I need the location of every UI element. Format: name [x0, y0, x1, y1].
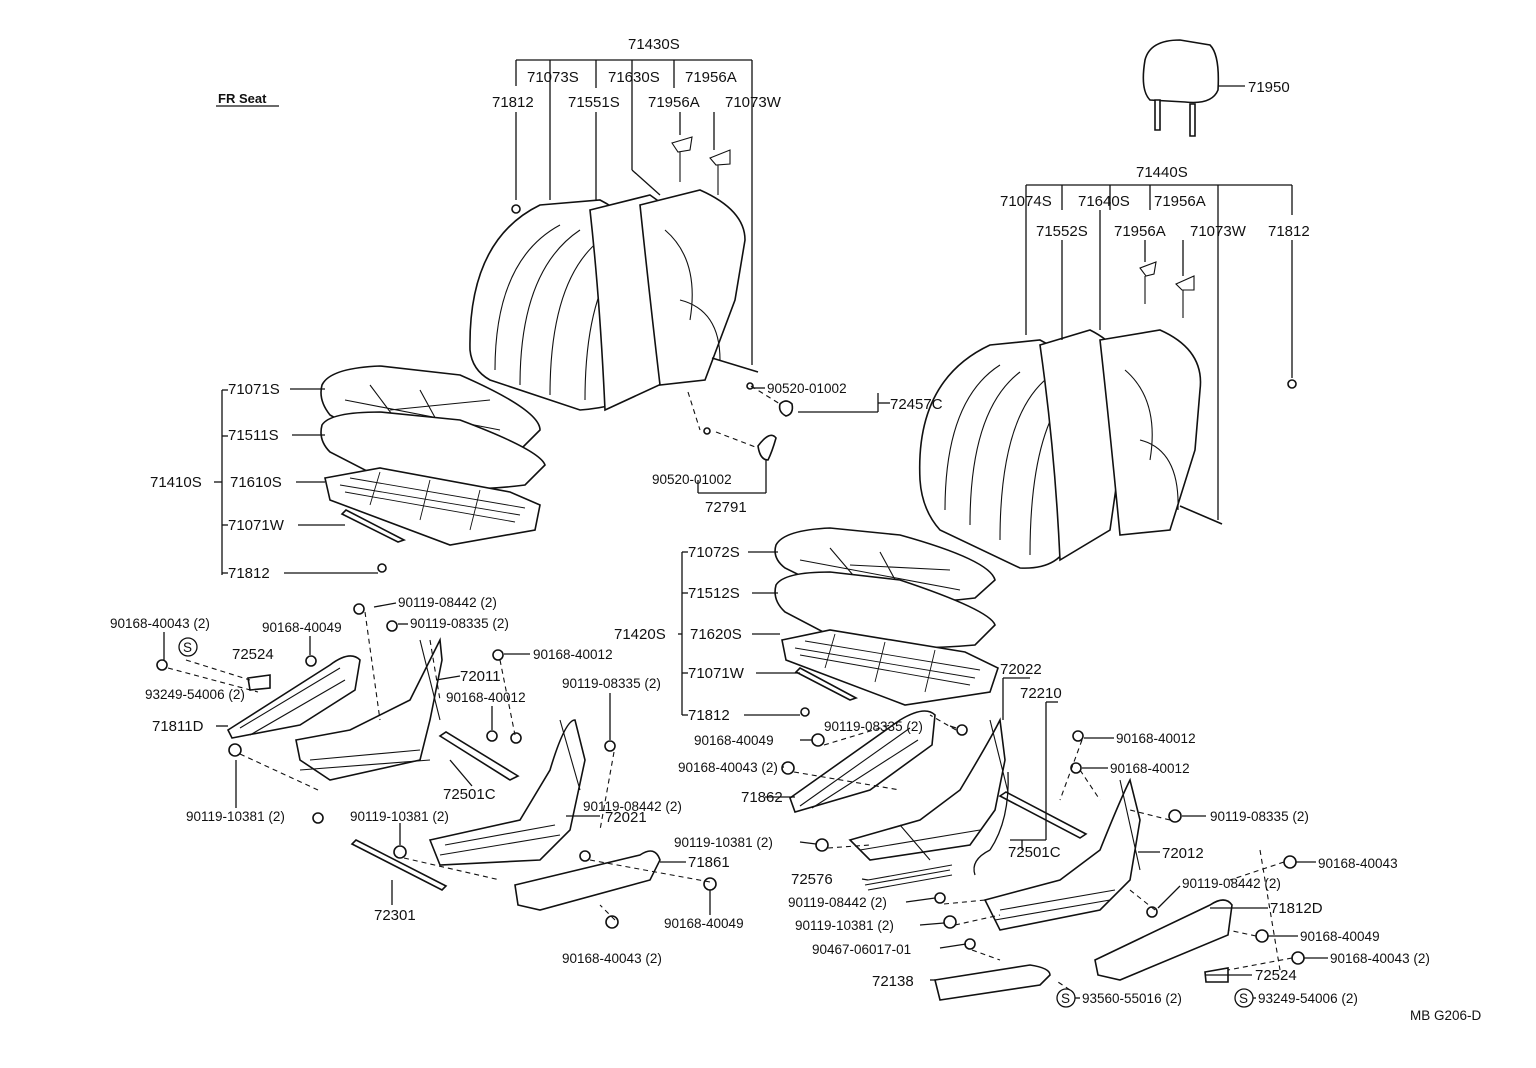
right-seat-back-assembly	[918, 261, 1297, 569]
label-ra-10: 72501C	[1008, 844, 1061, 861]
label-72457C: 72457C	[890, 396, 943, 413]
label-71073S: 71073S	[527, 69, 579, 86]
label-ra-17: 90119-10381 (2)	[795, 918, 894, 933]
label-la-9: 90168-40012	[446, 690, 526, 705]
label-71073W: 71073W	[725, 94, 782, 111]
right-adjuster-assembly	[781, 710, 1305, 1001]
label-ra-9: 90119-10381 (2)	[674, 835, 773, 850]
svg-text:S: S	[1061, 991, 1070, 1006]
label-ra-11: 72012	[1162, 845, 1204, 862]
left-adjuster-assembly	[156, 603, 717, 929]
label-71074S: 71074S	[1000, 193, 1052, 210]
label-la-13: 90119-10381 (2)	[350, 809, 449, 824]
label-ra-15: 90119-08442 (2)	[788, 895, 887, 910]
adjuster-leaders	[216, 675, 1268, 981]
label-la-10: 90119-08335 (2)	[562, 676, 661, 691]
label-la-5: 90119-08442 (2)	[398, 595, 497, 610]
left-seat-cushion-assembly	[320, 365, 546, 573]
label-la-12: 90119-10381 (2)	[186, 809, 285, 824]
adjuster-label-ticks	[163, 602, 1328, 999]
label-ra-18: 90168-40049	[1300, 929, 1380, 944]
label-71630S: 71630S	[608, 69, 660, 86]
svg-text:S: S	[183, 640, 192, 655]
label-la-1: 90168-40049	[262, 620, 342, 635]
s-mark-right-1: S	[1056, 988, 1076, 1008]
headrest	[1142, 39, 1220, 137]
label-left-cushion-group: 71410S	[150, 474, 202, 491]
label-ra-14: 90119-08442 (2)	[1182, 876, 1281, 891]
label-ra-22: 72138	[872, 973, 914, 990]
right-seat-cushion-assembly	[774, 527, 999, 717]
label-71812-cushion: 71812	[228, 565, 270, 582]
label-ra-0: 72022	[1000, 661, 1042, 678]
label-71073W-r: 71073W	[1190, 223, 1247, 240]
label-71956A-top: 71956A	[685, 69, 737, 86]
label-la-2: 72524	[232, 646, 274, 663]
label-ra-4: 90168-40043 (2)	[678, 760, 778, 775]
label-71956A-r-bottom: 71956A	[1114, 223, 1166, 240]
s-mark-right-2: S	[1234, 988, 1254, 1008]
label-la-14: 72021	[605, 809, 647, 826]
label-ra-3: 90168-40049	[694, 733, 774, 748]
label-la-7: 72011	[460, 668, 501, 685]
label-71812-r-cushion: 71812	[688, 707, 730, 724]
label-71812-r: 71812	[1268, 223, 1310, 240]
label-la-3: 93249-54006 (2)	[145, 687, 245, 702]
label-la-16: 71861	[688, 854, 730, 871]
left-back-leaders	[515, 59, 753, 365]
label-la-17: 72301	[374, 907, 416, 924]
label-la-18: 90168-40049	[664, 916, 744, 931]
label-ra-16: 71812D	[1270, 900, 1323, 917]
label-right-back-group: 71440S	[1136, 164, 1188, 181]
label-71071S: 71071S	[228, 381, 280, 398]
label-right-cushion-group: 71420S	[614, 626, 666, 643]
label-71512S: 71512S	[688, 585, 740, 602]
label-la-19: 90168-40043 (2)	[562, 951, 662, 966]
left-seat-back-assembly	[469, 136, 794, 461]
label-la-11: 72501C	[443, 786, 496, 803]
label-ra-5: 71862	[741, 789, 783, 806]
left-cushion-leaders	[221, 387, 879, 575]
label-left-back-group: 71430S	[628, 36, 680, 53]
label-ra-6: 90168-40012	[1116, 731, 1196, 746]
label-ra-23: 93560-55016 (2)	[1082, 991, 1182, 1006]
label-ra-8: 90119-08335 (2)	[1210, 809, 1309, 824]
label-71812-back: 71812	[492, 94, 534, 111]
label-71551S: 71551S	[568, 94, 620, 111]
label-la-8: 90168-40012	[533, 647, 613, 662]
label-71071W: 71071W	[228, 517, 285, 534]
label-71956A-bottom: 71956A	[648, 94, 700, 111]
right-back-leaders	[1025, 85, 1293, 520]
label-71071W-r: 71071W	[688, 665, 745, 682]
label-71956A-r-top: 71956A	[1154, 193, 1206, 210]
label-ra-24: 93249-54006 (2)	[1258, 991, 1358, 1006]
label-71950: 71950	[1248, 79, 1290, 96]
label-71610S: 71610S	[230, 474, 282, 491]
label-71620S: 71620S	[690, 626, 742, 643]
drawing-code: MB G206-D	[1410, 1008, 1482, 1023]
label-ra-2: 90119-08335 (2)	[824, 719, 923, 734]
svg-text:S: S	[1239, 991, 1248, 1006]
label-la-4: 71811D	[152, 718, 204, 735]
label-clip-a: 90520-01002	[767, 381, 847, 396]
label-la-6: 90119-08335 (2)	[410, 616, 509, 631]
label-71511S: 71511S	[228, 427, 279, 444]
label-71072S: 71072S	[688, 544, 740, 561]
label-ra-12: 72576	[791, 871, 833, 888]
label-la-15: 90119-08442 (2)	[583, 799, 682, 814]
label-ra-19: 90467-06017-01	[812, 942, 911, 957]
label-71640S: 71640S	[1078, 193, 1130, 210]
label-71552S: 71552S	[1036, 223, 1088, 240]
s-mark-left: S	[178, 637, 198, 657]
label-72791: 72791	[705, 499, 747, 516]
label-ra-1: 72210	[1020, 685, 1062, 702]
label-ra-7: 90168-40012	[1110, 761, 1190, 776]
diagram-title: FR Seat	[218, 91, 267, 106]
label-ra-20: 90168-40043 (2)	[1330, 951, 1430, 966]
label-clip-b: 90520-01002	[652, 472, 732, 487]
label-ra-21: 72524	[1255, 967, 1297, 984]
label-ra-13: 90168-40043	[1318, 856, 1398, 871]
label-la-0: 90168-40043 (2)	[110, 616, 210, 631]
